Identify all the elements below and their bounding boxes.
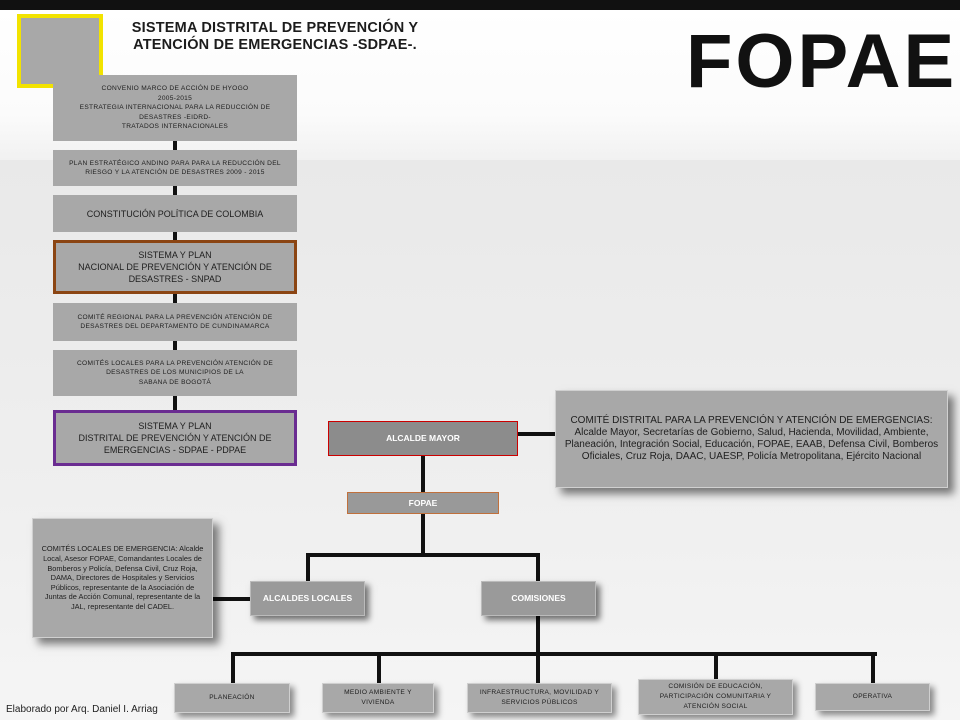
top-bar [0,0,960,10]
snpad-box: SISTEMA Y PLAN NACIONAL DE PREVENCIÓN Y … [53,240,297,294]
district-committee-note: COMITÉ DISTRITAL PARA LA PREVENCIÓN Y AT… [555,390,948,488]
connector-1-2 [173,140,177,150]
andean-plan-box: PLAN ESTRATÉGICO ANDINO PARA PARA LA RED… [53,150,297,186]
mayor-to-committee-line [517,432,555,436]
local-mayors-drop-line [306,553,310,582]
connector-4-5 [173,293,177,303]
infraestructura-drop-line [536,652,540,683]
page-title: SISTEMA DISTRITAL DE PREVENCIÓN Y ATENCI… [131,20,419,53]
operativa-drop-line [871,652,875,683]
hyogo-framework-box: CONVENIO MARCO DE ACCIÓN DE HYOGO 2005-2… [53,75,297,141]
commission-educacion: COMISIÓN DE EDUCACIÓN, PARTICIPACIÓN COM… [638,679,793,715]
commission-planeacion: PLANEACIÓN [174,683,290,713]
educacion-drop-line [714,652,718,679]
constitution-box: CONSTITUCIÓN POLÍTICA DE COLOMBIA [53,195,297,232]
comisiones-node: COMISIONES [481,581,596,616]
medio-ambiente-drop-line [377,652,381,683]
brand-title: FOPAE [686,19,958,104]
level3-horizontal-line [231,652,877,656]
connector-6-7 [173,395,177,410]
commission-medio-ambiente: MEDIO AMBIENTE Y VIVIENDA [322,683,434,713]
regional-committee-box: COMITÉ REGIONAL PARA LA PREVENCIÓN ATENC… [53,303,297,341]
alcalde-mayor-node: ALCALDE MAYOR [328,421,518,456]
level2-horizontal-line [306,553,540,557]
connector-2-3 [173,185,177,195]
commission-operativa: OPERATIVA [815,683,930,711]
local-committees-note: COMITÉS LOCALES DE EMERGENCIA: Alcalde L… [32,518,213,638]
local-committees-sabana-box: COMITÉS LOCALES PARA LA PREVENCIÓN ATENC… [53,350,297,396]
commission-infraestructura: INFRAESTRUCTURA, MOVILIDAD Y SERVICIOS P… [467,683,612,713]
local-committees-link-line [213,597,251,601]
alcaldes-locales-node: ALCALDES LOCALES [250,581,365,616]
footer-credit: Elaborado por Arq. Daniel I. Arriag [6,704,158,715]
commissions-drop-line [536,553,540,582]
connector-3-4 [173,231,177,241]
fopae-node: FOPAE [347,492,499,514]
sdpae-pdpae-box: SISTEMA Y PLAN DISTRITAL DE PREVENCIÓN Y… [53,410,297,466]
planeacion-drop-line [231,652,235,683]
commissions-trunk-line [536,615,540,655]
connector-5-6 [173,340,177,350]
